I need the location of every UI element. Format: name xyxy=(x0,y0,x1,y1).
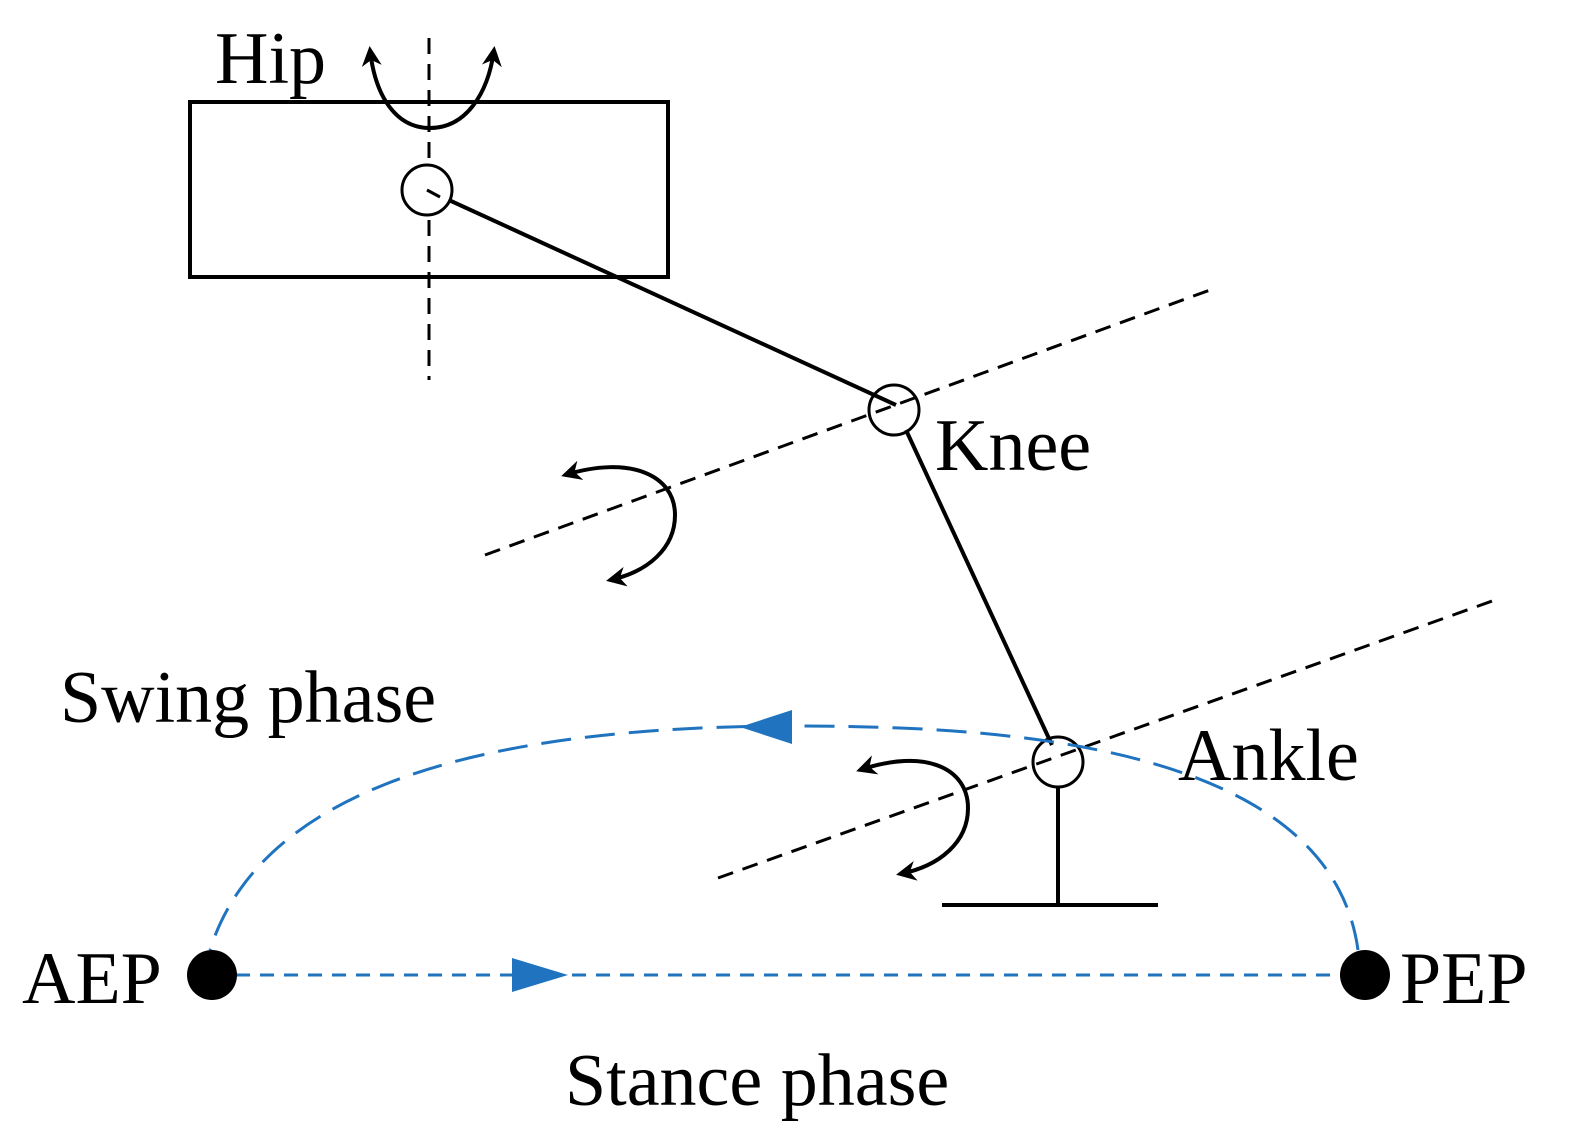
aep-label: AEP xyxy=(22,938,162,1020)
pep-point xyxy=(1340,950,1390,1000)
knee-label: Knee xyxy=(935,405,1091,487)
aep-point xyxy=(187,950,237,1000)
knee-axis-dashed xyxy=(484,288,1211,557)
swing-trajectory xyxy=(208,724,1360,951)
knee-joint xyxy=(867,383,921,437)
swing-direction-arrowhead xyxy=(740,710,792,744)
ankle-axis-dashed xyxy=(717,598,1496,880)
stance-direction-arrowhead xyxy=(512,958,568,992)
hip-rotation-arrow xyxy=(361,46,502,131)
pep-label: PEP xyxy=(1400,938,1528,1020)
hip-label: Hip xyxy=(215,18,326,100)
swing-phase-label: Swing phase xyxy=(60,657,436,739)
hip-joint-tick xyxy=(426,188,441,199)
shank-link xyxy=(904,429,1054,746)
stance-phase-label: Stance phase xyxy=(565,1040,949,1122)
knee-rotation-arrow xyxy=(561,460,678,587)
thigh-link xyxy=(426,188,897,407)
ankle-rotation-arrow xyxy=(856,755,971,881)
ankle-joint xyxy=(1031,735,1085,789)
ankle-label: Ankle xyxy=(1178,715,1359,797)
